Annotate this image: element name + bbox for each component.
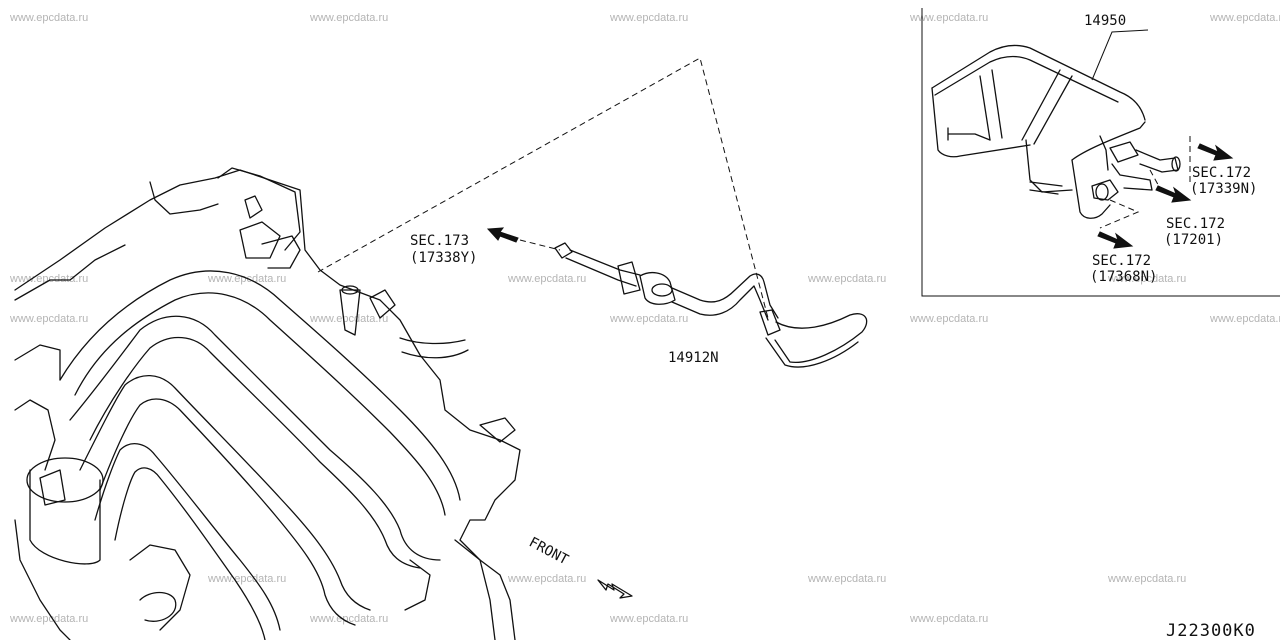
arrow-sec172-17368n [1097,231,1134,249]
canister-drawing [931,29,1181,219]
callout-sec173-line2: (17338Y) [410,250,477,266]
intake-manifold-drawing [14,167,521,640]
callout-sec173-line1: SEC.173 [410,233,469,249]
callout-sec172-17339n-line2: (17339N) [1190,181,1257,197]
watermark: www.epcdata.ru [609,613,688,625]
arrow-sec172-17201 [1155,185,1192,203]
watermark: www.epcdata.ru [507,573,586,585]
arrow-sec173 [486,227,519,243]
watermark: www.epcdata.ru [9,12,88,24]
watermark: www.epcdata.ru [207,273,286,285]
callout-sec172-17368n-line1: SEC.172 [1092,253,1151,269]
leader-line [317,57,769,319]
callout-sec172-17368n-line2: (17368N) [1090,269,1157,285]
arrow-sec172-17339n [1197,143,1234,161]
watermark: www.epcdata.ru [807,573,886,585]
watermark: www.epcdata.ru [1209,313,1280,325]
callout-sec172-17201-line1: SEC.172 [1166,216,1225,232]
front-label: FRONT [526,534,571,568]
watermark: www.epcdata.ru [309,313,388,325]
watermark: www.epcdata.ru [309,613,388,625]
part-number-hose: 14912N [668,350,719,366]
watermark: www.epcdata.ru [909,313,988,325]
front-arrow [597,579,633,599]
leader-line [1099,199,1140,229]
watermark: www.epcdata.ru [9,613,88,625]
watermark-layer: www.epcdata.ru www.epcdata.ru www.epcdat… [9,12,1280,625]
callout-sec172-17201-line2: (17201) [1164,232,1223,248]
watermark: www.epcdata.ru [207,573,286,585]
diagram-code: J22300K0 [1166,621,1256,640]
canister-panel-border [921,8,1280,297]
watermark: www.epcdata.ru [609,313,688,325]
callout-sec172-17339n-line1: SEC.172 [1192,165,1251,181]
part-number-canister: 14950 [1084,13,1126,29]
watermark: www.epcdata.ru [909,613,988,625]
evap-hose-drawing [554,242,868,368]
watermark: www.epcdata.ru [1209,12,1280,24]
watermark: www.epcdata.ru [507,273,586,285]
watermark: www.epcdata.ru [1107,573,1186,585]
watermark: www.epcdata.ru [9,273,88,285]
watermark: www.epcdata.ru [909,12,988,24]
watermark: www.epcdata.ru [309,12,388,24]
watermark: www.epcdata.ru [807,273,886,285]
watermark: www.epcdata.ru [609,12,688,24]
watermark: www.epcdata.ru [1107,273,1186,285]
leader-line [519,239,561,251]
watermark: www.epcdata.ru [9,313,88,325]
